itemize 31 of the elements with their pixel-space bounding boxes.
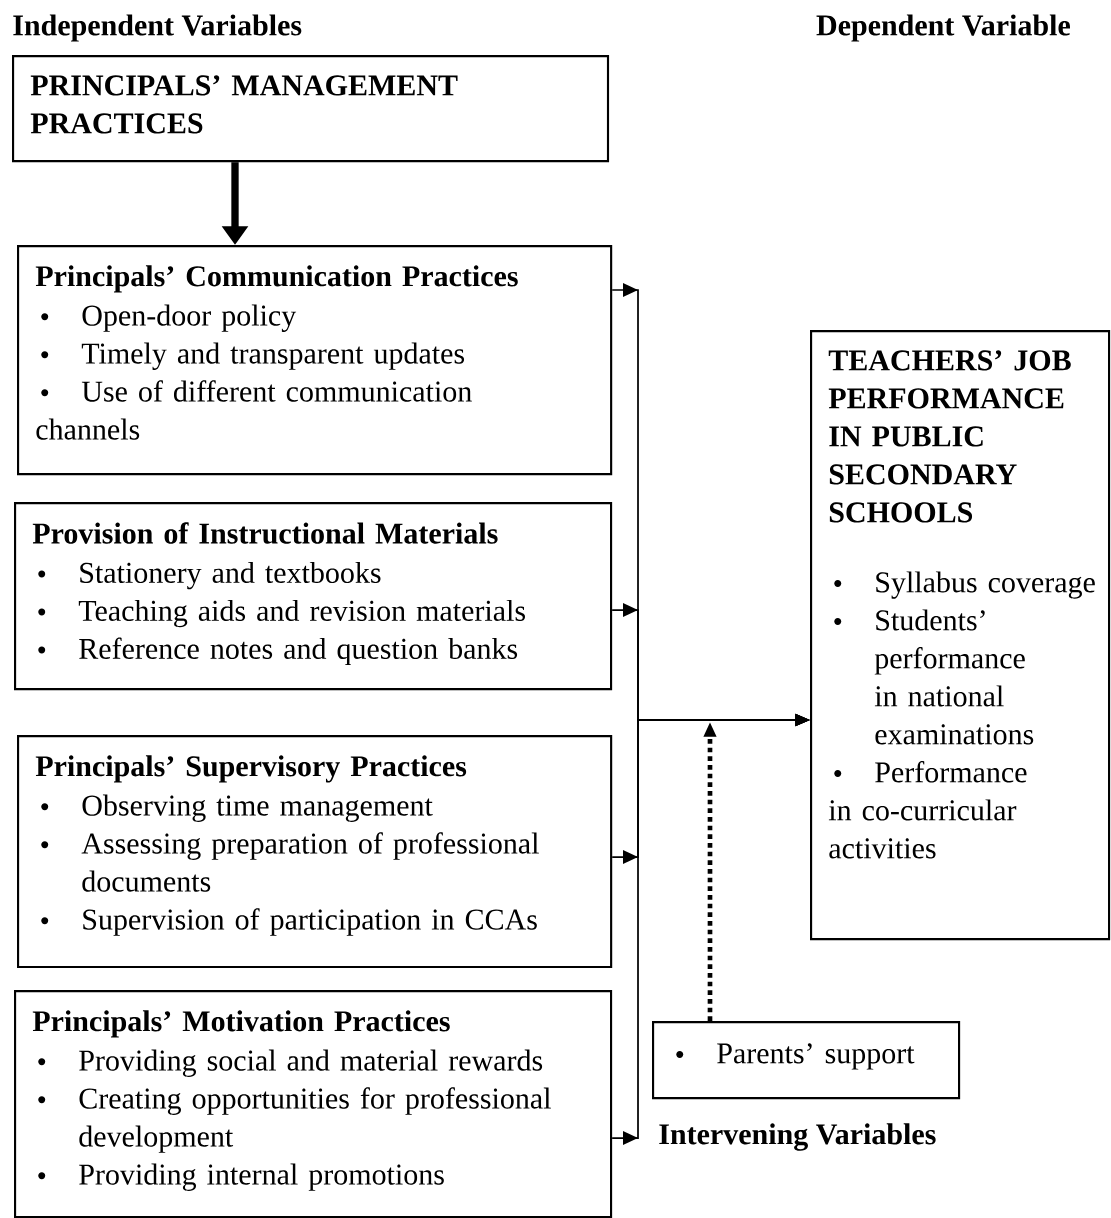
node-label: Principals’ Communication Practices bbox=[35, 265, 518, 293]
node-label: Timely and transparent updates bbox=[81, 342, 465, 370]
node-label: Performance in co-curricular activities bbox=[828, 761, 1027, 859]
practice-box bbox=[17, 735, 613, 969]
node-label: Use of different communication channels bbox=[36, 380, 472, 440]
node-label: Parents’ support bbox=[717, 1043, 915, 1070]
node-label: Open-door policy bbox=[82, 304, 297, 332]
node-label: Assessing preparation of professional documents bbox=[81, 832, 539, 892]
factor-box bbox=[652, 1021, 961, 1100]
node-label: PRINCIPALS’ MANAGEMENT PRACTICES bbox=[30, 75, 458, 134]
section-label: Intervening Variables bbox=[659, 1123, 936, 1151]
node-label: Supervision of participation in CCAs bbox=[83, 908, 537, 936]
practice-box bbox=[17, 245, 613, 476]
practice-box bbox=[14, 502, 613, 691]
node-label: Stationery and textbooks bbox=[80, 561, 381, 590]
section-label: Dependent Variable bbox=[816, 14, 1070, 42]
outcome-box bbox=[810, 330, 1111, 941]
node-label: Creating opportunities for professional development bbox=[79, 1087, 551, 1153]
node-label: Syllabus coverage bbox=[876, 571, 1095, 599]
heading-box bbox=[12, 55, 610, 163]
node-label: Principals’ Motivation Practices bbox=[32, 1010, 450, 1038]
node-label: Provision of Instructional Materials bbox=[32, 522, 498, 544]
node-label: Observing time management bbox=[82, 794, 433, 822]
node-label: Reference notes and question banks bbox=[79, 637, 518, 666]
node-label: Students’ performance in national examinations bbox=[874, 609, 1034, 745]
practice-box bbox=[14, 990, 613, 1218]
node-label: Providing social and material rewards bbox=[79, 1049, 543, 1077]
node-label: Providing internal promotions bbox=[79, 1163, 444, 1191]
node-label: Teaching aids and revision materials bbox=[78, 599, 526, 628]
node-label: TEACHERS’ JOB PERFORMANCE IN PUBLIC SECONDARY SCHOOLS bbox=[828, 350, 1071, 523]
node-label: Principals’ Supervisory Practices bbox=[35, 755, 467, 783]
